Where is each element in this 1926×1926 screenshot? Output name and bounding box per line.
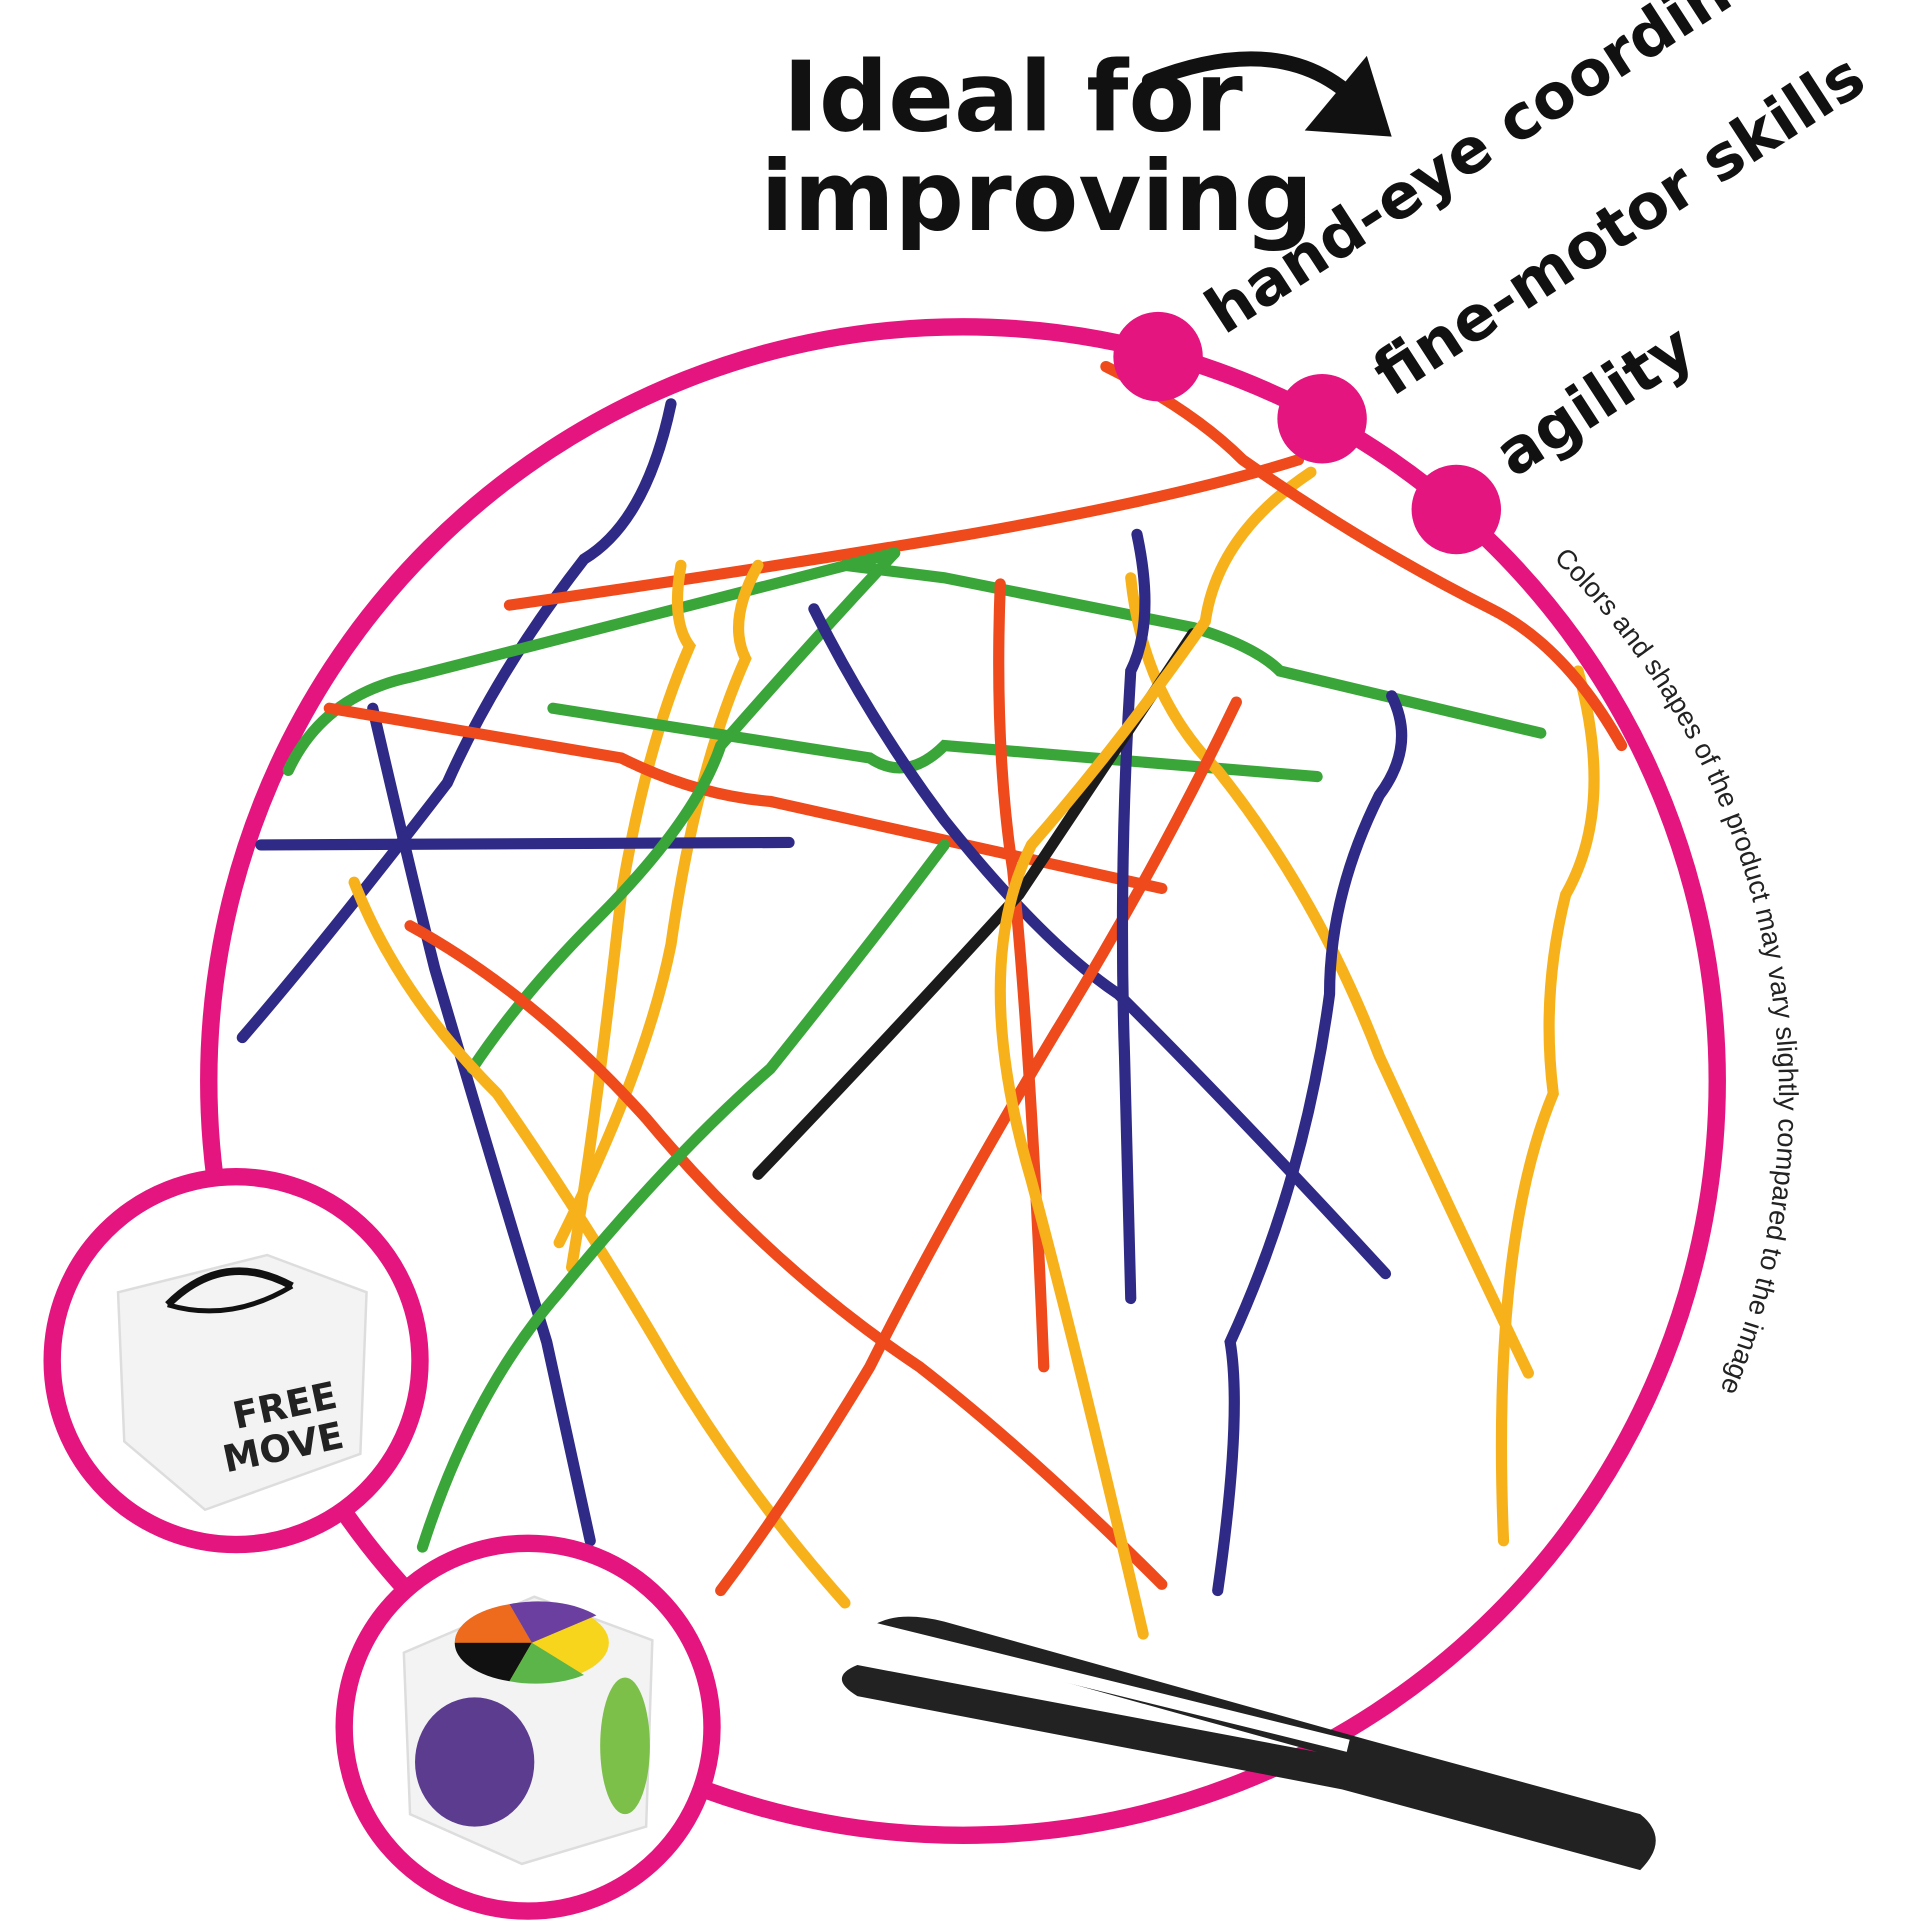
skill-label-3: agility (1482, 310, 1707, 491)
pickup-sticks (236, 360, 1628, 1640)
dice-color (335, 1534, 721, 1920)
stick-yellow-3 (565, 559, 697, 1274)
stick-yellow-22 (994, 466, 1317, 1640)
stick-orange-17 (715, 696, 1242, 1597)
stick-navy-9 (255, 836, 795, 851)
stick-navy-7 (367, 702, 596, 1547)
stick-navy-19 (1212, 690, 1408, 1597)
headline-line2: improving (760, 140, 1313, 253)
stick-orange-23 (1100, 360, 1628, 752)
tweezers (841, 1616, 1656, 1871)
skill-dot-2 (1277, 374, 1367, 464)
skill-dot-1 (1113, 311, 1203, 402)
stick-orange-12 (404, 920, 1168, 1590)
stick-green-10 (466, 547, 901, 1075)
stick-navy-18 (1116, 528, 1151, 1305)
green-dot (600, 1677, 650, 1815)
closed-eye-icon (165, 1267, 294, 1314)
skill-dot-3 (1411, 464, 1502, 555)
stick-navy-0 (236, 398, 677, 1044)
stick-orange-1 (503, 454, 1305, 611)
stick-green-14 (416, 839, 950, 1553)
stick-green-5 (839, 559, 1547, 739)
dice-free-move: FREE MOVE (43, 1168, 429, 1554)
purple-dot (415, 1697, 535, 1827)
headline-line1: Ideal for (783, 40, 1243, 153)
curved-arrow-icon (1141, 51, 1392, 137)
stick-yellow-16 (1125, 572, 1534, 1379)
stick-yellow-20 (1495, 665, 1600, 1547)
main-circle (200, 318, 1726, 1844)
color-wheel-icon (454, 1601, 609, 1684)
stick-yellow-11 (348, 876, 851, 1609)
stick-navy-13 (808, 603, 1392, 1280)
